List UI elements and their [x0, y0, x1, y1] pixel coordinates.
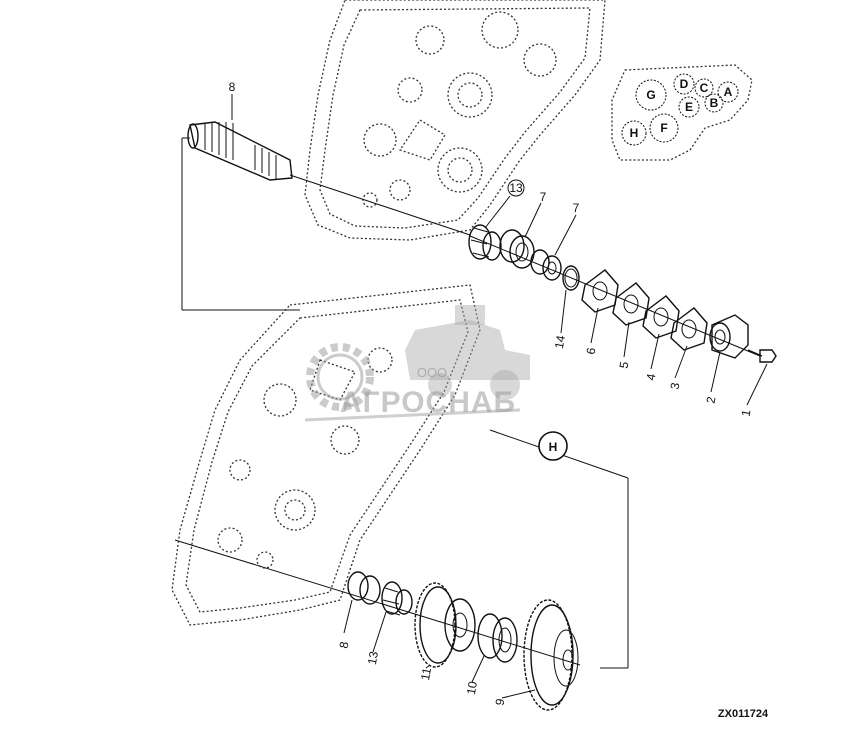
- section-marker-label: H: [549, 440, 558, 454]
- callout-13-lower: 13: [365, 650, 381, 666]
- inset-label-b: B: [710, 96, 719, 110]
- inset-label-h: H: [630, 126, 639, 140]
- coupler-11: [477, 613, 518, 663]
- inset-label-a: A: [724, 85, 733, 99]
- callout-8-upper: 7: [540, 190, 547, 204]
- inset-label-f: F: [660, 121, 667, 135]
- inset-label-c: C: [700, 81, 709, 95]
- callout-3: 3: [668, 381, 683, 390]
- inset-gear-layout: G D C A B E F H: [611, 64, 753, 161]
- callout-13-upper: 13: [509, 181, 523, 195]
- cover-2: [709, 314, 749, 359]
- gear-10: [523, 599, 579, 711]
- drawing-code: ZX011724: [718, 708, 769, 720]
- shim-5: [612, 282, 650, 326]
- agrosnab-watermark: ООО АГРОСНАБ: [304, 305, 530, 422]
- shim-4: [642, 295, 680, 339]
- callout-14: 14: [552, 334, 568, 350]
- shaft-9: [187, 121, 293, 181]
- callout-5: 5: [617, 360, 632, 369]
- callout-4: 4: [644, 372, 659, 381]
- shim-6: [581, 269, 619, 313]
- leader-lines: [231, 94, 768, 699]
- callout-2: 2: [704, 395, 719, 404]
- race-8-upper: [499, 229, 535, 269]
- inset-label-e: E: [685, 100, 693, 114]
- callout-8-lower: 8: [337, 640, 352, 649]
- gear-logo-icon: [306, 343, 374, 411]
- gear-12: [414, 582, 476, 668]
- spacer-7: [530, 249, 562, 281]
- section-marker-h: H: [538, 431, 568, 461]
- race-8-lower: [347, 571, 381, 605]
- bearing-13-upper: [468, 224, 502, 261]
- bearing-13-lower: [381, 581, 413, 616]
- o-ring-14: [562, 265, 580, 291]
- shim-3: [670, 307, 708, 351]
- upper-gear-housing: [304, 0, 606, 241]
- watermark-prefix: ООО: [417, 365, 447, 380]
- callout-12: 11: [418, 666, 434, 681]
- callout-7: 7: [573, 201, 580, 215]
- bolt-1: [747, 349, 777, 363]
- callouts: 8 13 7 7 14 6 5 4 3 2 1 8 13 11 10 9: [229, 80, 754, 707]
- callout-11: 10: [464, 680, 480, 696]
- harvester-icon: [405, 305, 530, 400]
- callout-10: 9: [493, 697, 508, 706]
- callout-6: 6: [584, 346, 599, 355]
- inset-label-d: D: [680, 77, 689, 91]
- callout-1: 1: [739, 408, 754, 417]
- inset-label-g: G: [646, 88, 655, 102]
- callout-9: 8: [229, 80, 236, 94]
